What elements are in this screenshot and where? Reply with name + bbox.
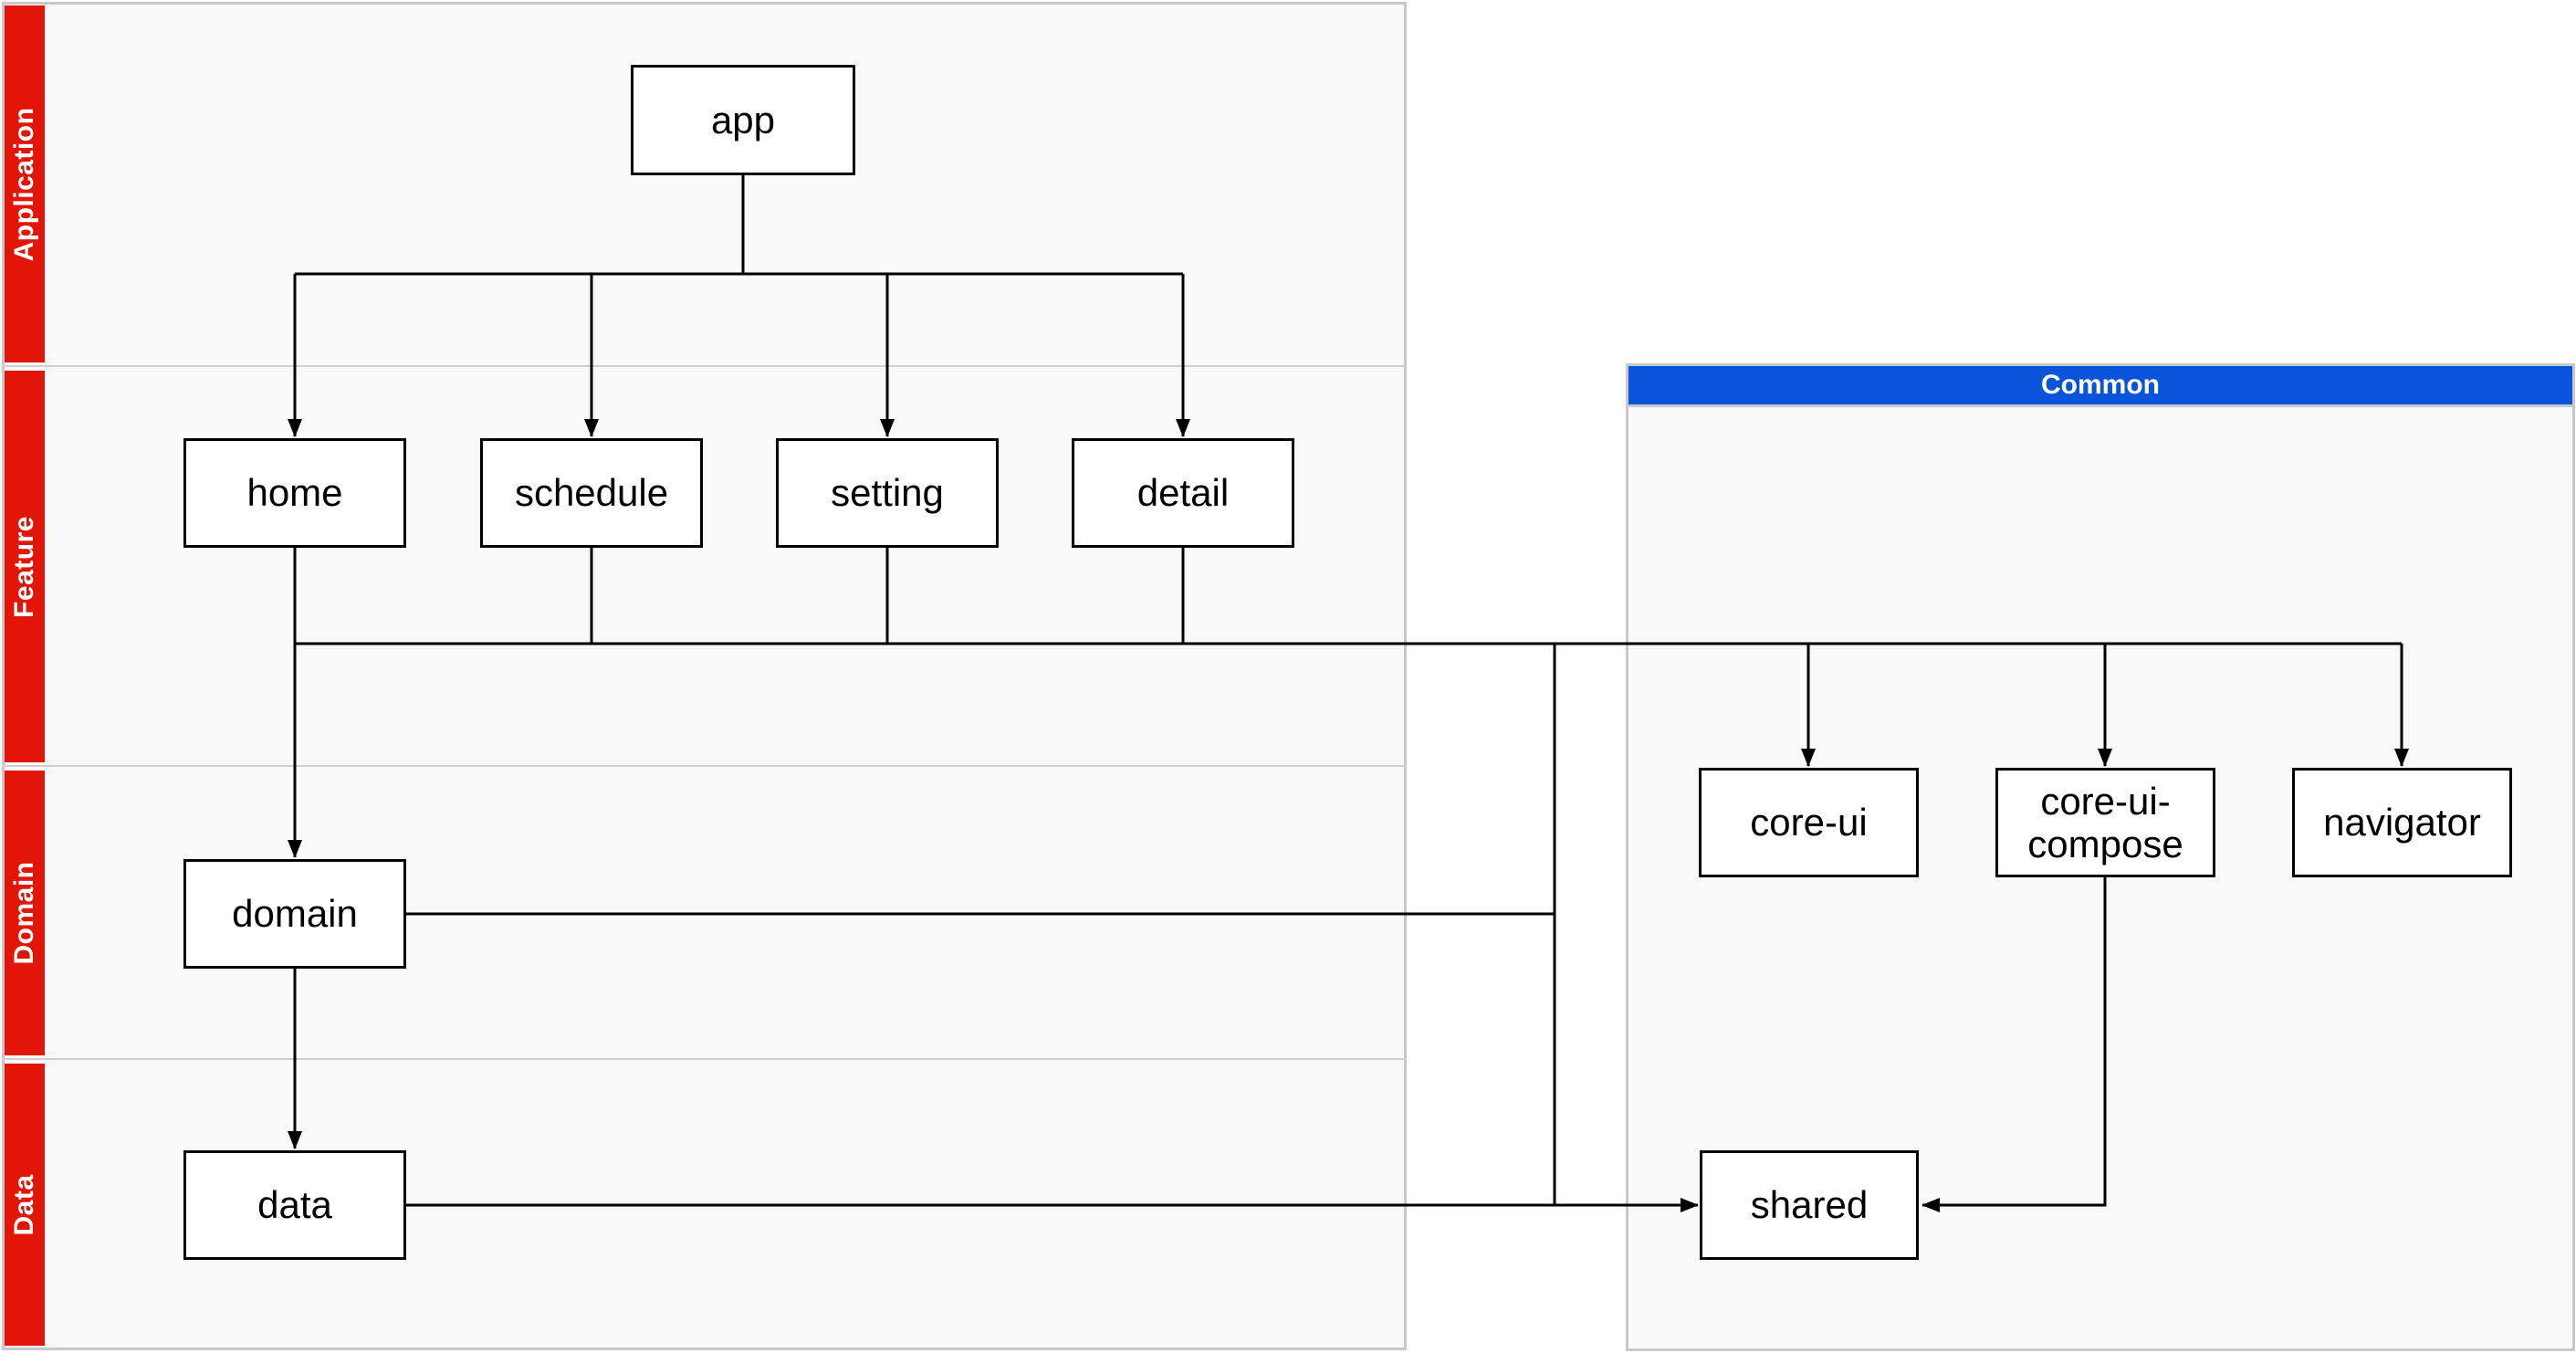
node-domain-label: domain (232, 892, 358, 936)
node-home: home (183, 438, 406, 548)
lane-domain: Domain (5, 771, 45, 1055)
node-detail: detail (1072, 438, 1294, 548)
node-schedule-label: schedule (514, 471, 669, 515)
node-app-label: app (710, 98, 776, 142)
node-core-ui-label: core-ui (1750, 801, 1868, 844)
node-detail-label: detail (1136, 471, 1230, 515)
node-domain: domain (183, 859, 406, 969)
lane-data-label: Data (9, 1173, 39, 1236)
node-data: data (183, 1150, 406, 1260)
node-navigator-label: navigator (2323, 801, 2481, 844)
lane-feature-label: Feature (9, 515, 39, 618)
divider-application-feature (2, 365, 1407, 367)
node-navigator: navigator (2292, 768, 2512, 877)
lane-domain-label: Domain (9, 861, 39, 965)
node-home-label: home (246, 471, 343, 515)
lane-application-label: Application (9, 107, 39, 261)
node-data-label: data (257, 1183, 332, 1227)
lane-application: Application (5, 5, 45, 362)
node-core-ui: core-ui (1699, 768, 1919, 877)
node-shared-label: shared (1750, 1183, 1869, 1227)
divider-feature-domain (2, 765, 1407, 767)
lane-feature: Feature (5, 371, 45, 762)
node-core-ui-compose: core-ui-compose (1995, 768, 2215, 877)
layers-panel (2, 2, 1407, 1350)
divider-domain-data (2, 1058, 1407, 1060)
common-panel-title: Common (2041, 370, 2160, 400)
node-shared: shared (1700, 1150, 1919, 1260)
common-panel-header: Common (1626, 363, 2575, 407)
node-core-ui-compose-label: core-ui-compose (2027, 779, 2183, 865)
node-app: app (631, 65, 855, 175)
lane-data: Data (5, 1064, 45, 1346)
node-schedule: schedule (480, 438, 703, 548)
node-setting-label: setting (831, 471, 944, 515)
node-setting: setting (776, 438, 999, 548)
